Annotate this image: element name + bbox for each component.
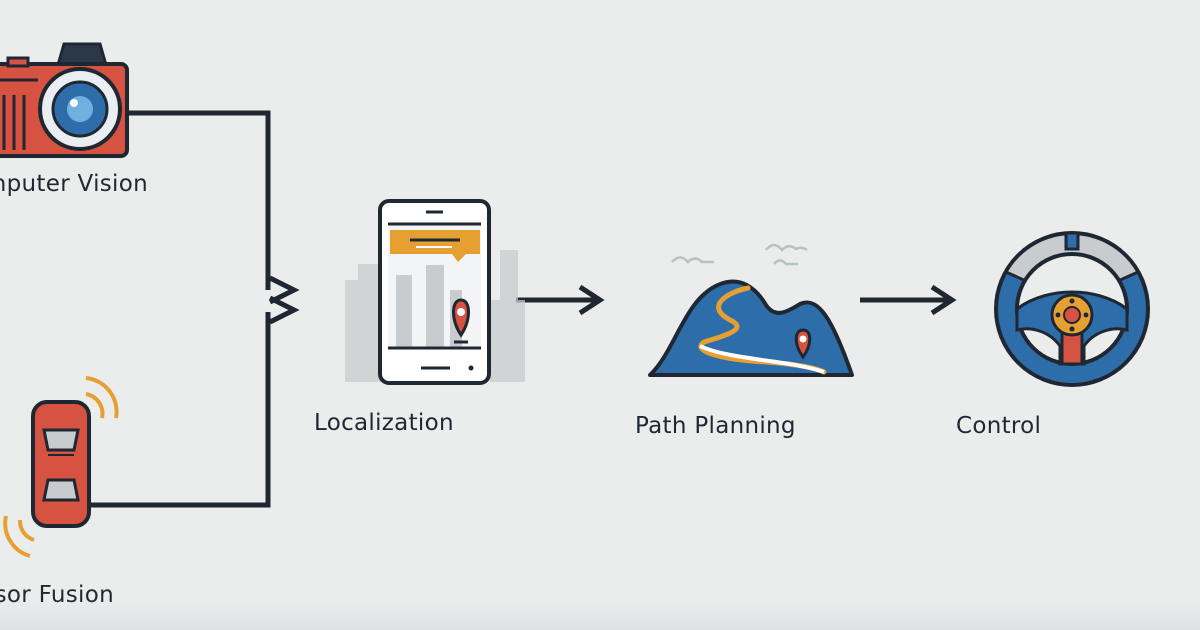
merge-arrowheads [268, 275, 300, 325]
arrow-path-to-control [860, 284, 957, 316]
node-label-computer-vision: nputer Vision [0, 171, 148, 197]
mountain-path-icon [648, 243, 854, 377]
connector-sf-to-merge [90, 312, 271, 508]
node-label-sensor-fusion: sor Fusion [0, 582, 114, 608]
node-label-localization: Localization [314, 410, 454, 436]
node-label-path-planning: Path Planning [635, 413, 796, 439]
bottom-shade [0, 598, 1200, 630]
car-sensor-icon [3, 376, 119, 558]
arrow-loc-to-path [516, 284, 605, 316]
phone-map-icon [345, 199, 525, 385]
steering-wheel-icon [994, 231, 1150, 387]
node-label-control: Control [956, 413, 1042, 439]
connector-cv-to-merge [128, 110, 271, 290]
camera-icon [0, 42, 129, 158]
